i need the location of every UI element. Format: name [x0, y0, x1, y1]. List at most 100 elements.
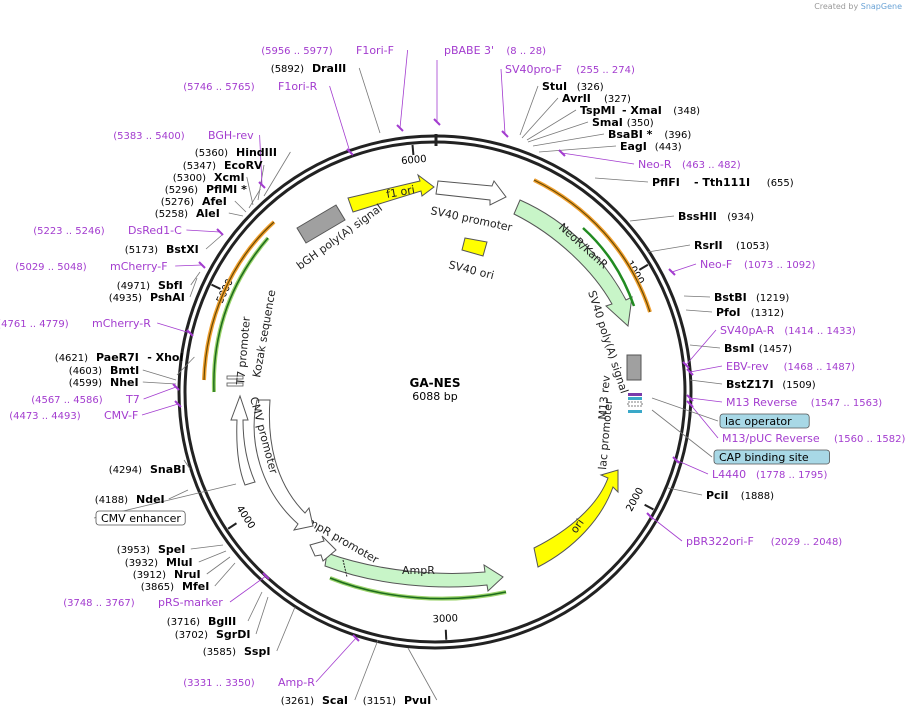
site-position: (1053) [736, 241, 769, 252]
site-afei[interactable]: AfeI [202, 195, 227, 208]
site-ndei[interactable]: NdeI [136, 493, 165, 506]
primer-neof[interactable]: Neo-F [700, 258, 732, 271]
credit-brand: SnapGene [860, 2, 902, 11]
site-stui[interactable]: StuI [542, 80, 567, 93]
site-bglii[interactable]: BglII [208, 615, 236, 628]
feature-cmv-promoter[interactable] [230, 394, 256, 486]
site-spei[interactable]: SpeI [158, 543, 185, 556]
primer-leader [141, 403, 179, 416]
primer-f1orif[interactable]: F1ori-F [356, 44, 394, 57]
site-mfei[interactable]: MfeI [182, 580, 209, 593]
site-rsrii[interactable]: RsrII [694, 239, 723, 252]
site-sbfi[interactable]: SbfI [158, 279, 183, 292]
site-smai[interactable]: SmaI [592, 116, 623, 129]
feature-sv40-polya[interactable] [626, 354, 642, 381]
tick-mark [644, 503, 654, 511]
primer-sv40par[interactable]: SV40pA-R [720, 324, 775, 337]
feature-sv40-ori[interactable] [461, 237, 488, 257]
leader-line [234, 200, 247, 213]
site-pflmi[interactable]: PflMI * [206, 183, 247, 196]
site-xcmi[interactable]: XcmI [214, 171, 245, 184]
primer-f1orir[interactable]: F1ori-R [278, 80, 318, 93]
primer-pbabe3[interactable]: pBABE 3' [444, 44, 494, 57]
primer-ampr[interactable]: Amp-R [278, 676, 315, 689]
site-hindiii[interactable]: HindIII [236, 146, 277, 159]
primer-position: (3748 .. 3767) [63, 598, 135, 609]
site-position: (5276) [161, 197, 194, 208]
site-position: (3261) [281, 696, 314, 707]
site-nrui[interactable]: NruI [174, 568, 201, 581]
site-alei[interactable]: AleI [196, 207, 220, 220]
site-position: (5296) [165, 185, 198, 196]
primer-marker [672, 456, 680, 464]
leader-line [198, 550, 227, 563]
site-position: (3716) [167, 617, 200, 628]
primer-pbr322orif[interactable]: pBR322ori-F [686, 535, 754, 548]
primer-l4440[interactable]: L4440 [712, 468, 746, 481]
tick-label: 3000 [432, 613, 458, 625]
site-pfoi[interactable]: PfoI [716, 306, 741, 319]
feature-bgh-polya[interactable] [296, 204, 346, 244]
site-ecorv[interactable]: EcoRV [224, 159, 263, 172]
primer-position: (1468 .. 1487) [784, 362, 856, 373]
feature-box[interactable] [713, 449, 830, 465]
site-pvui[interactable]: PvuI [404, 694, 431, 707]
primer-prsmarker[interactable]: pRS-marker [158, 596, 223, 609]
primer-mcherryr[interactable]: mCherry-R [92, 317, 151, 330]
feature-ampr-promoter[interactable] [309, 535, 337, 562]
leader-line [263, 151, 291, 197]
site-pflfi[interactable]: PflFI [652, 176, 680, 189]
feature-sv40-promoter[interactable] [435, 179, 507, 206]
site-sspi[interactable]: SspI [244, 645, 270, 658]
site-extra[interactable]: - Tth111I [694, 176, 750, 189]
feature-f1-ori-label: f1 ori [385, 183, 416, 201]
box-leader [651, 409, 713, 458]
primer-marker [682, 361, 690, 369]
primer-cmvf[interactable]: CMV-F [104, 409, 138, 422]
feature-f1-ori[interactable] [347, 173, 435, 213]
site-pshai[interactable]: PshAI [150, 291, 185, 304]
site-avrii[interactable]: AvrII [562, 92, 591, 105]
site-paer7i[interactable]: PaeR7I [96, 351, 139, 364]
primer-dsred1c[interactable]: DsRed1-C [128, 224, 182, 237]
site-bstbi[interactable]: BstBI [714, 291, 747, 304]
feature-neor-kanr[interactable] [513, 199, 633, 328]
primer-m13reverse[interactable]: M13 Reverse [726, 396, 797, 409]
site-bsshii[interactable]: BssHII [678, 210, 717, 223]
primer-mcherryf[interactable]: mCherry-F [110, 260, 168, 273]
site-sgrdi[interactable]: SgrDI [216, 628, 250, 641]
site-scai[interactable]: ScaI [322, 694, 348, 707]
primer-t7[interactable]: T7 [125, 393, 140, 406]
site-position: (5300) [173, 173, 206, 184]
site-nhei[interactable]: NheI [110, 376, 139, 389]
site-position: (5258) [155, 209, 188, 220]
site-mlui[interactable]: MluI [166, 556, 193, 569]
feature-cmv-enhancer[interactable] [253, 399, 314, 531]
primer-ebvrev[interactable]: EBV-rev [726, 360, 769, 373]
primer-leader [329, 85, 351, 153]
primer-position: (3331 .. 3350) [183, 678, 255, 689]
leader-line [247, 591, 263, 622]
site-eagi[interactable]: EagI [620, 140, 647, 153]
site-tspmi[interactable]: TspMI [580, 104, 616, 117]
site-bsabi[interactable]: BsaBI * [608, 128, 653, 141]
site-bsmi[interactable]: BsmI [724, 342, 755, 355]
site-bmti[interactable]: BmtI [110, 364, 139, 377]
primer-m13pucreverse[interactable]: M13/pUC Reverse [722, 432, 820, 445]
feature-box[interactable] [95, 510, 186, 526]
site-extra[interactable]: - XhoI [147, 351, 183, 364]
site-draiii[interactable]: DraIII [312, 62, 346, 75]
feature-ori[interactable] [533, 469, 619, 568]
site-extra[interactable]: - XmaI [622, 104, 662, 117]
primer-sv40prof[interactable]: SV40pro-F [505, 63, 562, 76]
site-position: (3865) [141, 582, 174, 593]
site-pcii[interactable]: PciI [706, 489, 728, 502]
site-bstz17i[interactable]: BstZ17I [726, 378, 774, 391]
feature-ampr[interactable] [324, 552, 504, 593]
feature-box[interactable] [719, 413, 810, 429]
site-bstxi[interactable]: BstXI [166, 243, 199, 256]
primer-marker [198, 261, 206, 269]
primer-neor[interactable]: Neo-R [638, 158, 672, 171]
primer-bghrev[interactable]: BGH-rev [208, 129, 254, 142]
site-snabi[interactable]: SnaBI [150, 463, 186, 476]
